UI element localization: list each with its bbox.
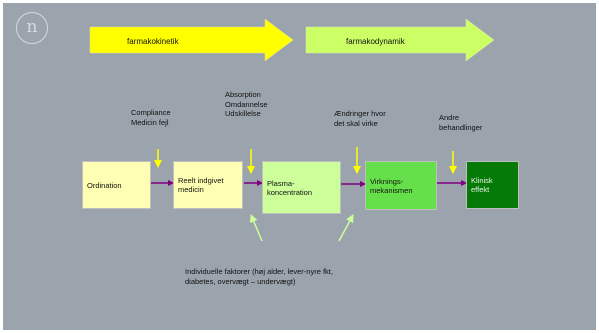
- diagram-graphics: [89, 18, 495, 242]
- up-arrow-left: [250, 214, 263, 242]
- up-arrow-right: [338, 214, 354, 242]
- slide: n farmakokinetik farmakod: [3, 3, 596, 330]
- pharmacokinetics-arrow: [89, 18, 294, 62]
- logo: n: [16, 12, 48, 44]
- box-ordination: Ordination: [82, 161, 151, 209]
- box-clinical-effect: Klinisk effekt: [466, 161, 519, 209]
- note-other: Andre behandlinger: [439, 113, 483, 132]
- box-mechanism-of-action: Virknings- mekanismen: [365, 161, 437, 210]
- note-compliance: Compliance Medicin fejl: [131, 108, 171, 127]
- note-individual-factors: Individuelle faktorer (høj alder, lever-…: [185, 267, 333, 286]
- note-absorption: Absorption Omdannelse Udskillelse: [225, 90, 268, 118]
- box-plasma-concentration: Plasma- koncentration: [262, 161, 341, 214]
- box-administered-medicine: Reelt indgivet medicin: [173, 161, 243, 209]
- pharmacokinetics-label: farmakokinetik: [127, 37, 179, 46]
- pharmacodynamics-label: farmakodynamik: [346, 37, 405, 46]
- pharmacodynamics-arrow: [305, 18, 495, 62]
- note-changes: Ændringer hvor det skal virke: [334, 109, 386, 128]
